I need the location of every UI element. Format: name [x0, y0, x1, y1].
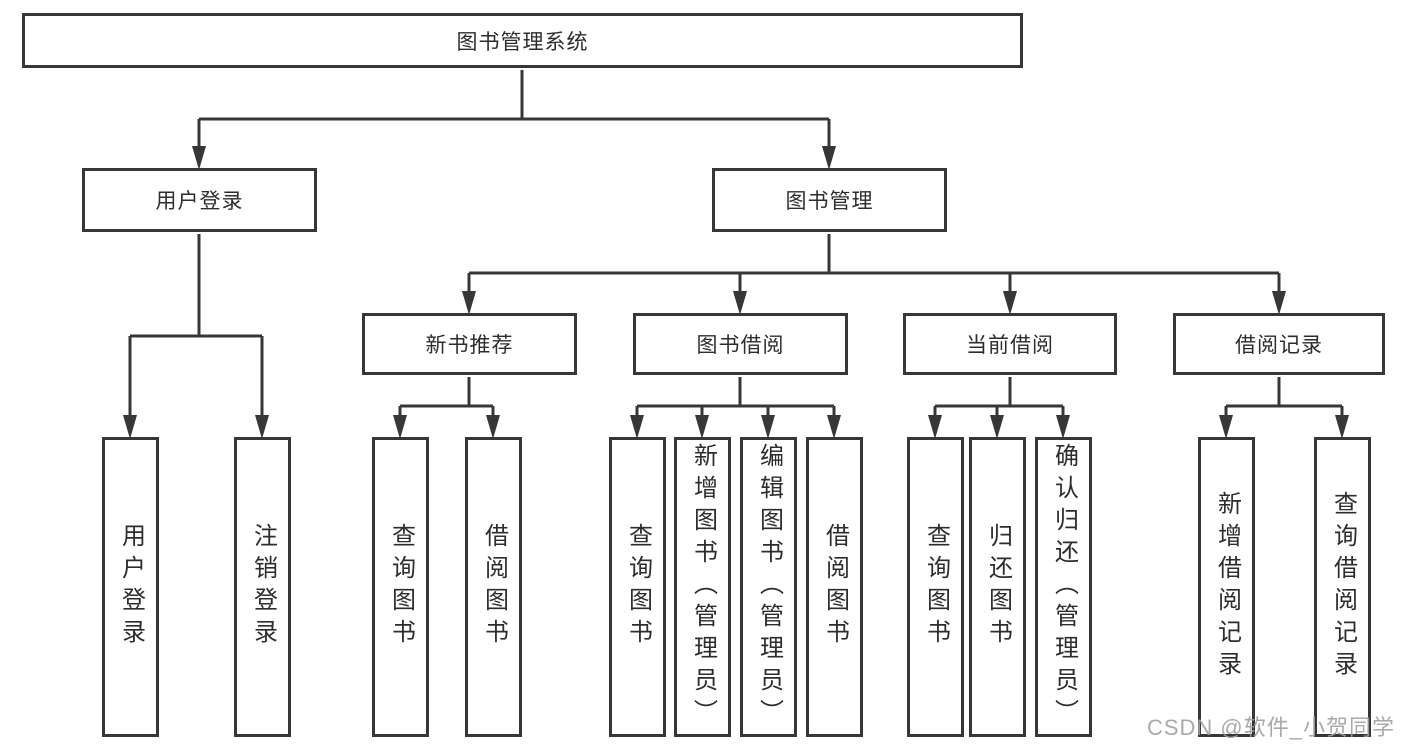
node-current-borrowing-label: 当前借阅: [966, 334, 1054, 357]
leaf-confirm-return-admin: 确认归还（管理员）: [1035, 437, 1092, 737]
leaf-query-books-current-label: 查询图书: [922, 523, 950, 651]
node-user-login-label: 用户登录: [155, 190, 244, 213]
node-borrow-records-label: 借阅记录: [1235, 334, 1323, 357]
leaf-add-borrow-record: 新增借阅记录: [1198, 437, 1255, 737]
leaf-add-borrow-record-label: 新增借阅记录: [1213, 491, 1241, 683]
leaf-query-borrow-record-label: 查询借阅记录: [1329, 491, 1357, 683]
leaf-query-books-borrow-label: 查询图书: [624, 523, 652, 651]
leaf-query-books-recommend: 查询图书: [372, 437, 429, 737]
node-new-book-recommend-label: 新书推荐: [425, 334, 514, 357]
leaf-edit-books-admin: 编辑图书（管理员）: [740, 437, 797, 737]
node-root: 图书管理系统: [22, 13, 1023, 68]
leaf-borrow-books-recommend-label: 借阅图书: [480, 523, 508, 651]
node-new-book-recommend: 新书推荐: [362, 313, 577, 375]
leaf-query-borrow-record: 查询借阅记录: [1314, 437, 1371, 737]
node-book-management-label: 图书管理: [785, 190, 874, 213]
leaf-logout: 注销登录: [234, 437, 291, 737]
leaf-add-books-admin-label: 新增图书（管理员）: [689, 443, 717, 731]
watermark: CSDN @软件_小贺同学: [1146, 715, 1395, 740]
node-book-borrowing-label: 图书借阅: [696, 334, 785, 357]
leaf-borrow-books: 借阅图书: [806, 437, 863, 737]
leaf-user-login: 用户登录: [102, 437, 159, 737]
leaf-return-books-label: 归还图书: [984, 523, 1012, 651]
node-book-borrowing: 图书借阅: [633, 313, 848, 375]
leaf-return-books: 归还图书: [969, 437, 1026, 737]
leaf-query-books-recommend-label: 查询图书: [387, 523, 415, 651]
leaf-borrow-books-label: 借阅图书: [821, 523, 849, 651]
leaf-query-books-current: 查询图书: [907, 437, 964, 737]
leaf-logout-label: 注销登录: [249, 523, 277, 651]
leaf-query-books-borrow: 查询图书: [609, 437, 666, 737]
leaf-borrow-books-recommend: 借阅图书: [465, 437, 522, 737]
node-book-management: 图书管理: [712, 168, 947, 232]
leaf-user-login-label: 用户登录: [117, 523, 145, 651]
node-current-borrowing: 当前借阅: [903, 313, 1117, 375]
leaf-add-books-admin: 新增图书（管理员）: [674, 437, 731, 737]
node-borrow-records: 借阅记录: [1173, 313, 1385, 375]
node-user-login: 用户登录: [82, 168, 317, 232]
node-root-label: 图书管理系统: [456, 30, 589, 54]
leaf-edit-books-admin-label: 编辑图书（管理员）: [755, 443, 783, 731]
leaf-confirm-return-admin-label: 确认归还（管理员）: [1050, 443, 1078, 731]
